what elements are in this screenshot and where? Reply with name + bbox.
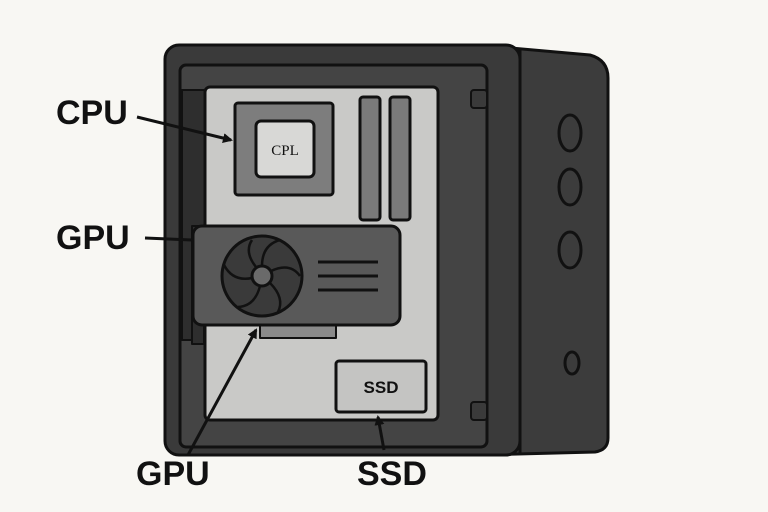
clip-bottom	[470, 401, 488, 421]
ssd-drive-text: SSD	[364, 378, 399, 397]
gpu-vent-lines	[318, 260, 378, 292]
label-cpu: CPU	[56, 94, 128, 132]
gpu-left-pointer	[144, 236, 193, 242]
label-ssd-bottom: SSD	[357, 455, 427, 493]
cpu-chip	[254, 119, 316, 179]
label-gpu-left: GPU	[56, 219, 130, 257]
cpu-arrow	[136, 115, 233, 143]
gpu-bottom-arrow	[186, 328, 258, 456]
ram-slot-1	[358, 95, 382, 222]
side-hole-4	[563, 350, 581, 376]
side-hole-2	[557, 167, 583, 207]
ram-slot-2	[388, 95, 412, 222]
ssd-arrow	[374, 415, 386, 451]
label-gpu-bottom: GPU	[136, 455, 210, 493]
ssd-drive	[334, 359, 428, 414]
clip-top	[470, 89, 488, 109]
gpu-fan-icon	[220, 234, 304, 318]
side-hole-3	[557, 230, 583, 270]
cpu-chip-text: CPL	[271, 143, 299, 159]
side-hole-1	[557, 113, 583, 153]
